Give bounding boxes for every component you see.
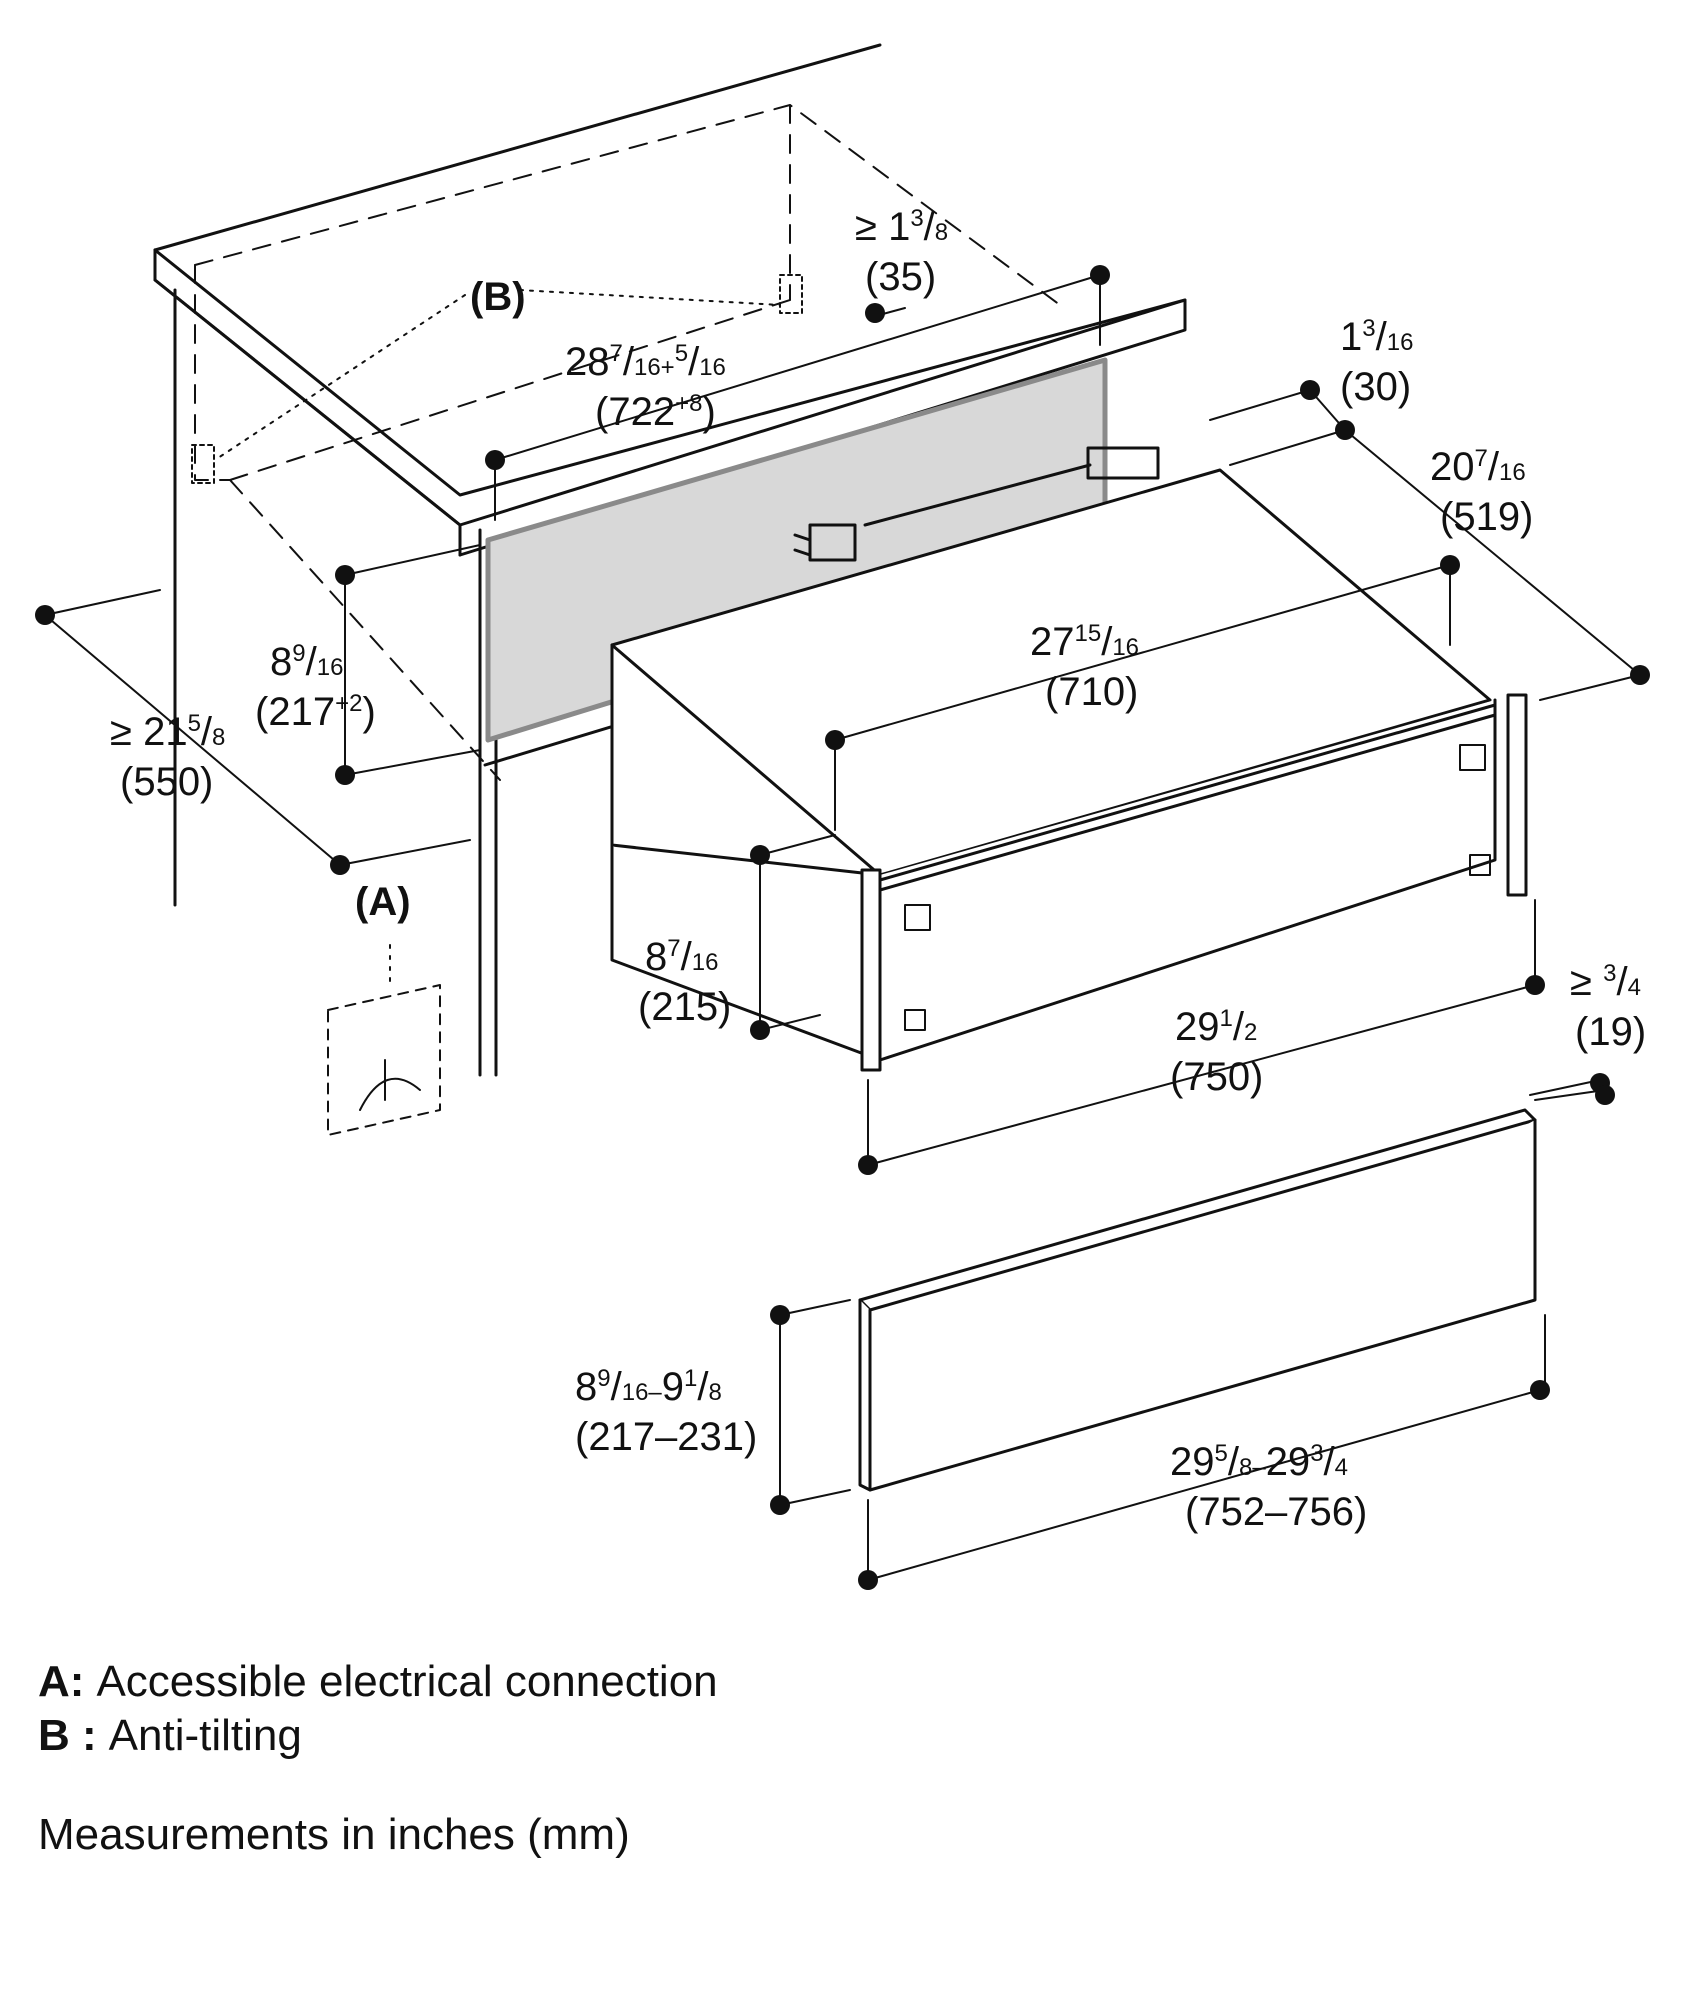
svg-text:287/16+5/16: 287/16+5/16 [565,340,726,384]
svg-text:(519): (519) [1440,495,1533,539]
front-panel [858,1108,1537,1492]
svg-text:(35): (35) [865,255,936,299]
legend-item-b: B :Anti-tilting [38,1711,302,1760]
callout-leaders [214,289,781,461]
svg-text:(710): (710) [1045,670,1138,714]
svg-text:2715/16: 2715/16 [1030,620,1139,664]
dim-depth-body: 2715/16 (710) [1030,620,1139,714]
svg-text:295/8–293/4: 295/8–293/4 [1170,1440,1348,1484]
svg-text:(550): (550) [120,760,213,804]
svg-text:89/16–91/8: 89/16–91/8 [575,1365,722,1409]
drawer-markers [904,744,1491,1031]
electrical-box [327,944,441,1136]
svg-text:≥ 3/4: ≥ 3/4 [1570,960,1641,1004]
dim-body-width: 291/2 (750) [1170,1005,1263,1099]
dim-cutout-height: 89/16 (217+2) [255,640,376,734]
svg-text:87/16: 87/16 [645,935,718,979]
callout-a: (A) [355,880,411,924]
dim-min-depth: ≥ 215/8 (550) [110,710,225,804]
svg-text:(752–756): (752–756) [1185,1490,1367,1534]
svg-text:(750): (750) [1170,1055,1263,1099]
dim-depth-outer: 207/16 (519) [1430,445,1533,539]
dim-front-gap: ≥ 3/4 (19) [1570,960,1646,1054]
svg-text:(19): (19) [1575,1010,1646,1054]
anti-tilt-bracket [191,274,803,484]
measurement-note: Measurements in inches (mm) [38,1810,630,1859]
svg-text:(217+2): (217+2) [255,690,376,734]
power-cord [793,446,1160,562]
svg-text:≥ 13/8: ≥ 13/8 [855,205,948,249]
svg-text:(30): (30) [1340,365,1411,409]
countertop [153,43,1187,557]
svg-text:(217–231): (217–231) [575,1415,757,1459]
dim-body-height: 87/16 (215) [638,935,731,1029]
dim-cutout-width: 287/16+5/16 (722+8) [565,340,726,434]
svg-text:(215): (215) [638,985,731,1029]
svg-text:291/2: 291/2 [1175,1005,1257,1049]
dim-panel-height: 89/16–91/8 (217–231) [575,1365,757,1459]
svg-text:≥ 215/8: ≥ 215/8 [110,710,225,754]
legend: A:Accessible electrical connection B :An… [38,1655,718,1763]
dim-bracket-offset: 13/16 (30) [1340,315,1413,409]
svg-text:89/16: 89/16 [270,640,343,684]
svg-text:207/16: 207/16 [1430,445,1526,489]
dimension-dots [35,265,1650,1590]
dim-panel-width: 295/8–293/4 (752–756) [1170,1440,1367,1534]
dimension-lines [44,274,1641,1581]
installation-diagram: (B) (A) ≥ 13/8 (35) 287/16+5/16 (722+8) … [35,43,1650,1590]
drawer-body [610,468,1528,1072]
dim-gap-top: ≥ 13/8 (35) [855,205,948,299]
svg-text:(722+8): (722+8) [595,390,716,434]
legend-item-a: A:Accessible electrical connection [38,1657,718,1706]
svg-text:13/16: 13/16 [1340,315,1413,359]
callout-b: (B) [470,275,526,319]
